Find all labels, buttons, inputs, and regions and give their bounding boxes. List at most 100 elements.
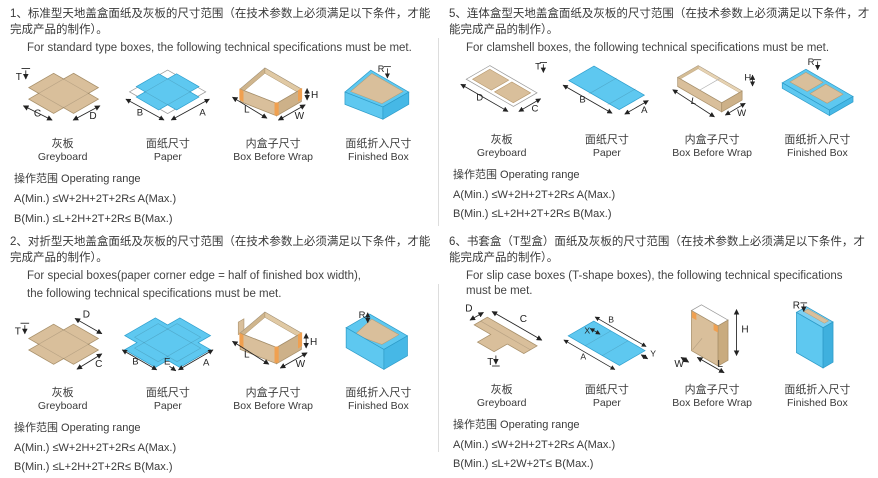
diagram-label-zh: 灰板 xyxy=(490,134,513,147)
upright-slipcase-drawing: H W L xyxy=(674,304,748,373)
dim-label: C xyxy=(532,103,539,114)
section-title-zh: 6、书套盒（T型盒）面纸及灰板的尺寸范围（在技术参数上必须满足以下条件，才能完成… xyxy=(449,236,865,264)
dim-label: L xyxy=(243,104,249,115)
finished-slipcase-drawing: R xyxy=(793,301,834,369)
paper-diagram: B E A 面纸尺寸 Paper xyxy=(115,310,220,413)
diagram-label-zh: 面纸折入尺寸 xyxy=(345,387,412,400)
diagram-label-en: Box Before Wrap xyxy=(233,151,313,164)
diagram-label-en: Finished Box xyxy=(787,147,848,160)
operating-range-label: 操作范围 Operating range xyxy=(14,421,141,434)
diagram-row: D C T 灰板 Greyboard B A xyxy=(449,57,870,160)
diagram-label-zh: 灰板 xyxy=(51,138,74,151)
dim-label: C xyxy=(95,359,102,370)
diagram-label-zh: 面纸尺寸 xyxy=(584,134,629,147)
formula-a: A(Min.) ≤W+2H+2T+2R≤ A(Max.) xyxy=(453,438,616,451)
diagram-row: T C D 灰板 Greyboard B xyxy=(10,57,431,164)
operating-range: 操作范围 Operating range A(Min.) ≤W+2H+2T+2R… xyxy=(449,166,870,225)
section-title-zh: 2、对折型天地盖盒面纸及灰板的尺寸范围（在技术参数上必须满足以下条件，才能完成产… xyxy=(10,236,431,264)
dim-label: W xyxy=(737,108,746,119)
formula-b: B(Min.) ≤L+2H+2T+2R≤ B(Max.) xyxy=(453,208,612,221)
dim-label: H xyxy=(309,337,316,348)
finished-box-diagram: R 面纸折入尺寸 Finished Box xyxy=(326,310,431,413)
formula-a: A(Min.) ≤W+2H+2T+2R≤ A(Max.) xyxy=(453,188,616,201)
diagram-label-zh: 面纸尺寸 xyxy=(145,138,190,151)
dim-label: Y xyxy=(650,348,656,358)
finished-box-diagram: R 面纸折入尺寸 Finished Box xyxy=(326,64,431,164)
diagram-label-en: Box Before Wrap xyxy=(672,397,752,410)
dim-label: D xyxy=(83,309,90,320)
paper-diagram: B A 面纸尺寸 Paper xyxy=(115,61,220,164)
dim-label: B xyxy=(609,314,615,324)
section-title-zh: 1、标准型天地盖盒面纸及灰板的尺寸范围（在技术参数上必须满足以下条件，才能完成产… xyxy=(10,8,431,36)
box-before-wrap-diagram: H L W 内盒子尺寸 Box Before Wrap xyxy=(221,57,326,164)
dim-label: H xyxy=(310,90,317,101)
formula-b: B(Min.) ≤L+2W+2T≤ B(Max.) xyxy=(453,458,594,471)
paper-diagram: B X A Y 面纸尺寸 Paper xyxy=(554,312,659,410)
dim-label: W xyxy=(295,359,305,370)
operating-range-label: 操作范围 Operating range xyxy=(453,418,580,431)
dim-label: D xyxy=(465,303,472,314)
dim-label: T xyxy=(535,62,541,73)
section-clamshell-boxes: 5、连体盒型天地盖盒面纸及灰板的尺寸范围（在技术参数上必须满足以下条件，才能完成… xyxy=(439,0,878,228)
dim-label: C xyxy=(34,108,41,119)
column-divider-top xyxy=(438,38,439,226)
greyboard-diagram: D C T 灰板 Greyboard xyxy=(449,300,554,410)
formula-a: A(Min.) ≤W+2H+2T+2R≤ A(Max.) xyxy=(14,441,177,454)
greyboard-panels-drawing: D C T xyxy=(460,62,547,114)
diagram-label-en: Paper xyxy=(592,397,621,410)
diagram-label-zh: 内盒子尺寸 xyxy=(684,134,740,147)
finished-clamshell-drawing: R xyxy=(781,57,854,117)
diagram-label-zh: 内盒子尺寸 xyxy=(245,387,301,400)
diagram-label-en: Box Before Wrap xyxy=(672,147,752,160)
diagram-label-zh: 内盒子尺寸 xyxy=(684,384,740,397)
paper-sheet-drawing: B A xyxy=(125,69,211,121)
dim-label: W xyxy=(674,359,684,370)
operating-range-label: 操作范围 Operating range xyxy=(14,173,141,186)
section-title-en: For standard type boxes, the following t… xyxy=(27,42,412,55)
paper-diagram: B A 面纸尺寸 Paper xyxy=(554,57,659,160)
finished-box-drawing: R xyxy=(344,64,410,120)
diagram-label-en: Greyboard xyxy=(476,397,527,410)
dim-label: X xyxy=(585,325,591,335)
dim-label: B xyxy=(137,108,143,119)
operating-range: 操作范围 Operating range A(Min.) ≤W+2H+2T+2R… xyxy=(10,170,431,229)
diagram-label-en: Finished Box xyxy=(348,400,409,413)
dim-label: D xyxy=(89,111,96,122)
dim-label: A xyxy=(581,351,587,361)
section-title-en: For slip case boxes (T-shape boxes), the… xyxy=(466,270,843,297)
formula-a: A(Min.) ≤W+2H+2T+2R≤ A(Max.) xyxy=(14,192,177,205)
finished-box-diagram: R 面纸折入尺寸 Finished Box xyxy=(765,57,870,160)
dim-label: B xyxy=(580,94,586,105)
diagram-label-en: Greyboard xyxy=(476,147,527,160)
box-before-wrap-diagram: H W L 内盒子尺寸 Box Before Wrap xyxy=(660,300,765,410)
dim-label: H xyxy=(744,73,751,84)
column-divider-bottom xyxy=(438,284,439,452)
paper-stepped-cross-drawing: B E A xyxy=(122,317,214,372)
dim-label: E xyxy=(164,356,170,367)
operating-range-label: 操作范围 Operating range xyxy=(453,168,580,181)
dim-label: T xyxy=(487,357,493,368)
dim-label: H xyxy=(741,324,748,335)
dim-label: L xyxy=(717,359,723,370)
section-title-zh: 5、连体盒型天地盖盒面纸及灰板的尺寸范围（在技术参数上必须满足以下条件，才能完成… xyxy=(449,8,870,36)
diagram-label-en: Box Before Wrap xyxy=(233,400,313,413)
diagram-label-en: Finished Box xyxy=(348,151,409,164)
dim-label: D xyxy=(476,93,483,104)
dim-label: A xyxy=(200,108,207,119)
diagram-label-zh: 面纸折入尺寸 xyxy=(345,138,412,151)
diagram-label-zh: 面纸尺寸 xyxy=(584,384,629,397)
dim-label: R xyxy=(807,57,814,68)
dim-label: T xyxy=(16,72,22,83)
dim-label: R xyxy=(793,301,800,312)
open-tray-drawing: H L W xyxy=(231,67,318,122)
dim-label: A xyxy=(203,357,210,368)
section-title-en: For special boxes(paper corner edge = ha… xyxy=(27,270,362,283)
diagram-label-zh: 内盒子尺寸 xyxy=(245,138,301,151)
diagram-label-en: Finished Box xyxy=(787,397,848,410)
dim-label: W xyxy=(294,111,304,122)
spec-sheet: 1、标准型天地盖盒面纸及灰板的尺寸范围（在技术参数上必须满足以下条件，才能完成产… xyxy=(10,0,878,473)
diagram-label-zh: 灰板 xyxy=(490,384,513,397)
diagram-row: T D C 灰板 Greyboard B xyxy=(10,303,431,413)
dim-label: R xyxy=(377,64,384,74)
finished-box-diagram: R 面纸折入尺寸 Finished Box xyxy=(765,300,870,410)
